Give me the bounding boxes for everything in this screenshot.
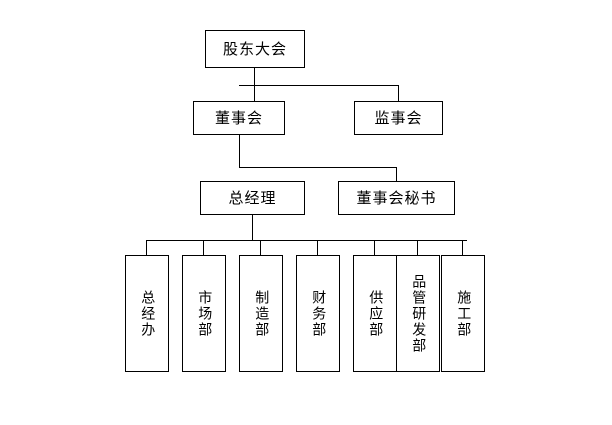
connector-bus-to-supply-department [374,240,375,255]
node-board-secretary[interactable]: 董事会秘书 [338,181,455,215]
node-label-supply-department: 供应部 [367,289,384,338]
node-manufacturing-department[interactable]: 制造部 [239,255,283,372]
connector-bus-to-marketing-department [203,240,204,255]
connector-board-to-bus [239,135,240,168]
connector-bus-to-manufacturing-department [260,240,261,255]
node-label-shareholders-meeting: 股东大会 [222,39,287,58]
node-finance-department[interactable]: 财务部 [296,255,340,372]
connector-bus-to-board-of-supervisors [398,85,399,102]
node-label-general-manager: 总经理 [228,188,277,207]
connector-department-bus [146,240,467,241]
connector-bus-to-construction-department [462,240,463,255]
node-quality-rnd-department[interactable]: 品管研发部 [396,255,440,372]
node-shareholders-meeting[interactable]: 股东大会 [205,30,305,68]
connector-tier2-bus [239,85,399,86]
node-label-board-of-directors: 董事会 [214,108,263,127]
node-label-general-manager-office: 总经办 [139,289,156,338]
node-construction-department[interactable]: 施工部 [441,255,485,372]
node-label-quality-rnd-department: 品管研发部 [410,273,427,354]
connector-tier3-bus [239,167,397,168]
node-board-of-supervisors[interactable]: 监事会 [354,101,443,135]
connector-general-manager-to-bus [252,215,253,241]
connector-bus-to-finance-department [317,240,318,255]
node-label-manufacturing-department: 制造部 [253,289,270,338]
connector-bus-to-quality-rnd-department [417,240,418,255]
connector-bus-to-general-manager-office [146,240,147,255]
node-label-marketing-department: 市场部 [196,289,213,338]
node-general-manager[interactable]: 总经理 [200,181,305,215]
node-board-of-directors[interactable]: 董事会 [193,101,285,135]
node-label-finance-department: 财务部 [310,289,327,338]
node-label-construction-department: 施工部 [455,289,472,338]
node-supply-department[interactable]: 供应部 [353,255,397,372]
node-label-board-of-supervisors: 监事会 [374,108,423,127]
node-label-board-secretary: 董事会秘书 [356,188,437,207]
node-general-manager-office[interactable]: 总经办 [125,255,169,372]
node-marketing-department[interactable]: 市场部 [182,255,226,372]
connector-bus-to-board-secretary [396,167,397,182]
